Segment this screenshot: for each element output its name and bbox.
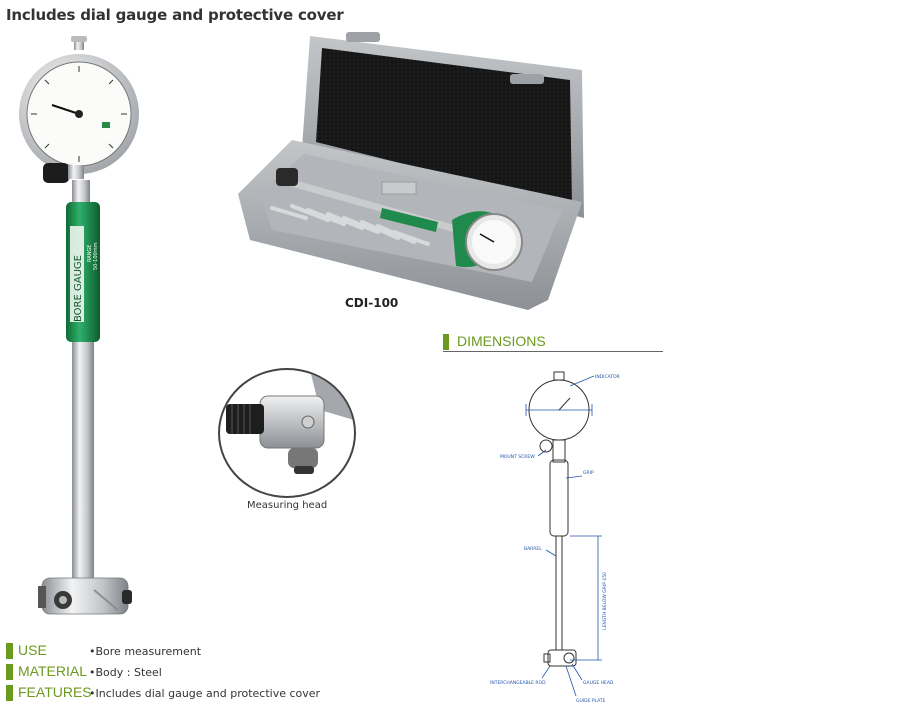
dimensions-diagram: INDICATOR MOUNT SCREW GRIP BARREL LENGTH…	[490, 360, 630, 710]
label-indicator: INDICATOR	[595, 374, 620, 380]
spec-features: FEATURES Includes dial gauge and protect…	[6, 684, 336, 702]
spec-label: MATERIAL	[18, 663, 87, 679]
spec-value: Includes dial gauge and protective cover	[89, 687, 321, 700]
label-barrel: BARREL	[524, 546, 542, 552]
grip-range-label: RANGE	[87, 245, 93, 262]
spec-value: Bore measurement	[89, 645, 202, 658]
spec-accent-bar	[6, 664, 13, 680]
label-grip: GRIP	[583, 470, 594, 476]
spec-label: USE	[18, 642, 47, 658]
spec-material: MATERIAL Body : Steel	[6, 663, 336, 681]
model-caption: CDI-100	[345, 296, 399, 310]
grip-range-value: 50-100mm	[93, 242, 99, 270]
spec-label: FEATURES	[18, 684, 92, 700]
spec-use: USE Bore measurement	[6, 642, 336, 660]
measuring-head-image	[218, 368, 356, 498]
dimensions-heading-label: DIMENSIONS	[457, 333, 546, 349]
heading-accent-bar	[443, 334, 449, 350]
label-interchangeable-rod: INTERCHANGEABLE ROD	[490, 680, 546, 686]
label-gauge-head: GAUGE HEAD	[583, 680, 614, 686]
label-mount-screw: MOUNT SCREW	[500, 454, 535, 460]
bore-gauge-image: BORE GAUGE RANGE 50-100mm	[0, 30, 160, 630]
spec-accent-bar	[6, 643, 13, 659]
page-title: Includes dial gauge and protective cover	[6, 6, 344, 24]
label-guide-plate: GUIDE PLATE	[576, 698, 606, 704]
measuring-head-caption: Measuring head	[247, 500, 328, 511]
spec-value: Body : Steel	[89, 666, 162, 679]
label-length: LENGTH BELOW GRIP 150	[602, 572, 608, 630]
grip-label: BORE GAUGE	[73, 255, 84, 322]
heading-underline	[443, 351, 663, 352]
case-image	[232, 30, 602, 320]
spec-accent-bar	[6, 685, 13, 701]
dimensions-heading: DIMENSIONS	[443, 332, 663, 352]
